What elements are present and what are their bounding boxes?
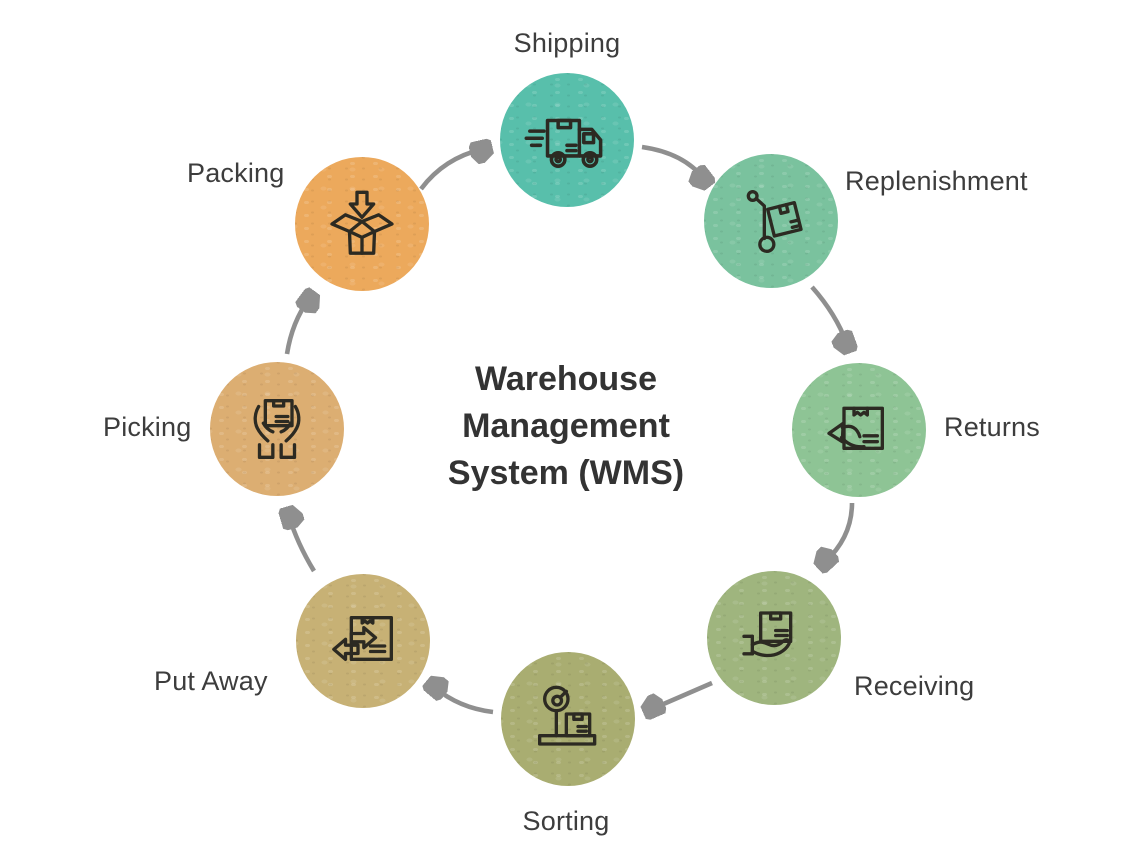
arrow-shipping-to-replenishment <box>641 144 704 179</box>
return-box-icon <box>819 390 899 470</box>
node-label-putaway: Put Away <box>154 666 268 696</box>
node-picking <box>210 362 344 496</box>
node-replenishment <box>704 154 838 288</box>
node-label-returns: Returns <box>944 412 1040 442</box>
node-shipping <box>500 73 634 207</box>
arrow-sorting-to-putaway <box>434 687 494 715</box>
diagram-title: Warehouse Management System (WMS) <box>447 360 685 492</box>
arrow-replenishment-to-returns <box>810 285 847 344</box>
node-packing <box>295 157 429 291</box>
node-label-picking: Picking <box>103 412 192 442</box>
node-label-receiving: Receiving <box>854 671 975 701</box>
weighing-scale-icon <box>528 679 608 759</box>
open-box-arrow-icon <box>322 184 402 264</box>
hands-holding-box-icon <box>237 389 317 469</box>
node-label-packing: Packing <box>187 158 285 188</box>
arrow-putaway-to-picking <box>289 516 316 573</box>
node-returns <box>792 363 926 497</box>
arrow-picking-to-packing <box>284 299 309 355</box>
arrow-receiving-to-sorting <box>652 680 713 709</box>
box-transfer-arrows-icon <box>323 601 403 681</box>
hand-receiving-box-icon <box>734 598 814 678</box>
node-sorting <box>501 652 635 786</box>
node-receiving <box>707 571 841 705</box>
arrow-returns-to-receiving <box>825 502 855 562</box>
delivery-truck-icon <box>521 100 613 180</box>
arrow-packing-to-shipping <box>419 149 483 191</box>
hand-truck-icon <box>731 181 811 261</box>
node-label-replenishment: Replenishment <box>845 166 1028 196</box>
node-label-sorting: Sorting <box>522 806 610 836</box>
node-putaway <box>296 574 430 708</box>
node-label-shipping: Shipping <box>513 28 621 58</box>
